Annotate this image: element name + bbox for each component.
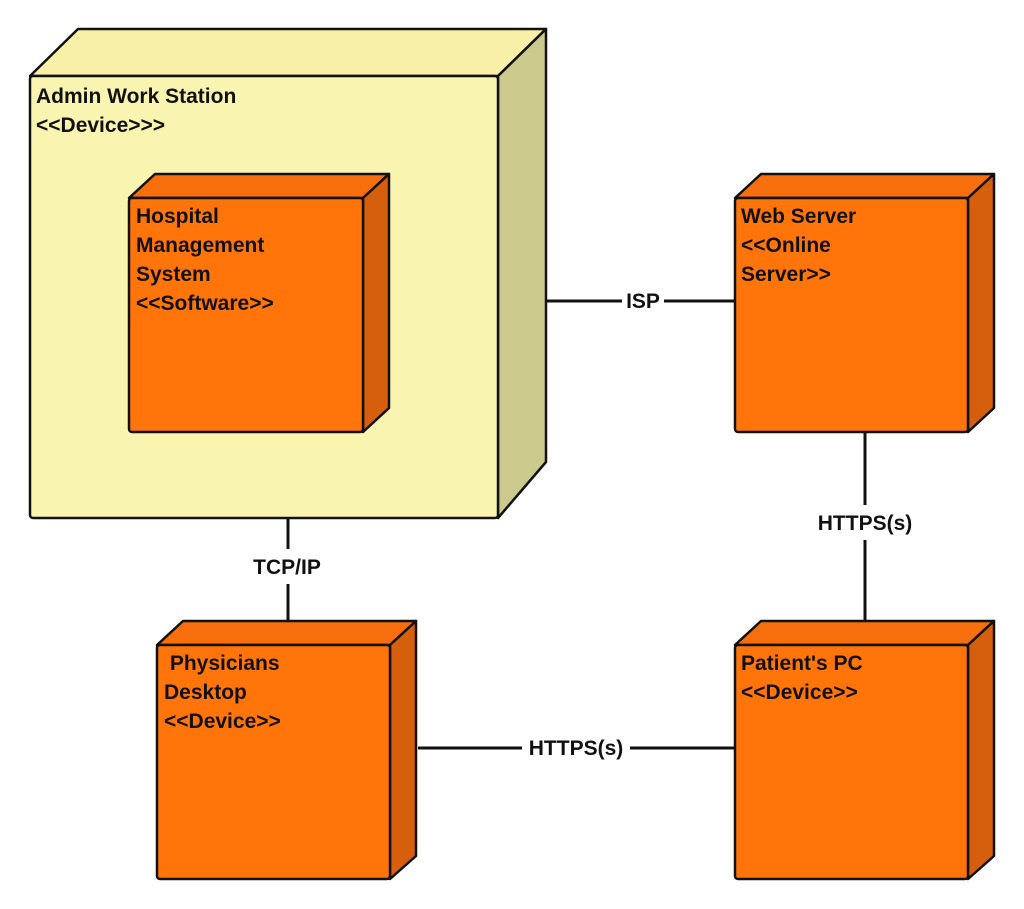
node-patients-pc-label-line-1: Patient's PC	[741, 652, 863, 675]
node-physicians-front-face	[155, 643, 392, 881]
connector-isp-label: ISP	[626, 290, 660, 313]
node-web-server[interactable]: Web Server <<Online Server>>	[733, 172, 996, 434]
node-physicians-label-line-2: Desktop	[164, 681, 247, 704]
node-web-server-label-line-3: Server>>	[741, 263, 831, 286]
connector-https-phys-patient-label: HTTPS(s)	[529, 737, 624, 760]
node-admin-side-face	[496, 27, 548, 520]
node-admin-label-line-1: Admin Work Station	[36, 85, 236, 108]
node-hms-label-line-2: Management	[136, 234, 264, 257]
node-physicians-top-face	[155, 619, 418, 647]
node-hms-label-line-4: <<Software>>	[136, 292, 274, 315]
connector-tcpip-label: TCP/IP	[253, 556, 321, 579]
node-web-server-label-line-2: <<Online	[741, 234, 831, 257]
node-web-server-side-face	[966, 172, 996, 434]
node-admin-label-line-2: <<Device>>>	[36, 114, 165, 137]
node-hms-label-line-1: Hospital	[136, 205, 219, 228]
node-web-server-label-line-1: Web Server	[741, 205, 856, 228]
node-patients-pc-top-face	[733, 619, 996, 647]
node-hospital-management-system[interactable]: Hospital Management System <<Software>>	[127, 172, 391, 434]
node-physicians-label-line-1: Physicians	[164, 652, 280, 675]
connector-https-web-patient: HTTPS(s)	[818, 432, 913, 621]
node-web-server-front-face	[733, 196, 970, 434]
node-physicians-desktop[interactable]: Physicians Desktop <<Device>>	[0, 0, 418, 881]
node-hms-front-face	[127, 196, 365, 434]
node-hms-side-face	[361, 172, 391, 434]
node-hms-top-face	[127, 172, 391, 200]
node-physicians-side-face	[388, 619, 418, 881]
connector-https-web-patient-label: HTTPS(s)	[818, 512, 913, 535]
connector-tcpip: TCP/IP	[253, 518, 321, 620]
node-hms-label-line-3: System	[136, 263, 211, 286]
node-patients-pc[interactable]: Patient's PC <<Device>>	[733, 619, 996, 881]
node-physicians-label-line-3: <<Device>>	[164, 710, 281, 733]
node-hms-label: Hospital Management System <<Software>>	[136, 205, 274, 315]
node-admin-label: Admin Work Station <<Device>>>	[36, 85, 242, 137]
node-patients-pc-label-line-2: <<Device>>	[741, 681, 858, 704]
node-patients-pc-front-face	[733, 643, 970, 881]
node-web-server-top-face	[733, 172, 996, 200]
node-physicians-label: Physicians Desktop <<Device>>	[0, 0, 332, 733]
node-patients-pc-side-face	[966, 619, 996, 881]
node-web-server-label: Web Server <<Online Server>>	[741, 205, 862, 286]
node-admin-top-face	[28, 27, 548, 78]
node-patients-pc-label: Patient's PC <<Device>>	[741, 652, 869, 704]
connector-https-phys-patient: HTTPS(s)	[418, 737, 738, 760]
